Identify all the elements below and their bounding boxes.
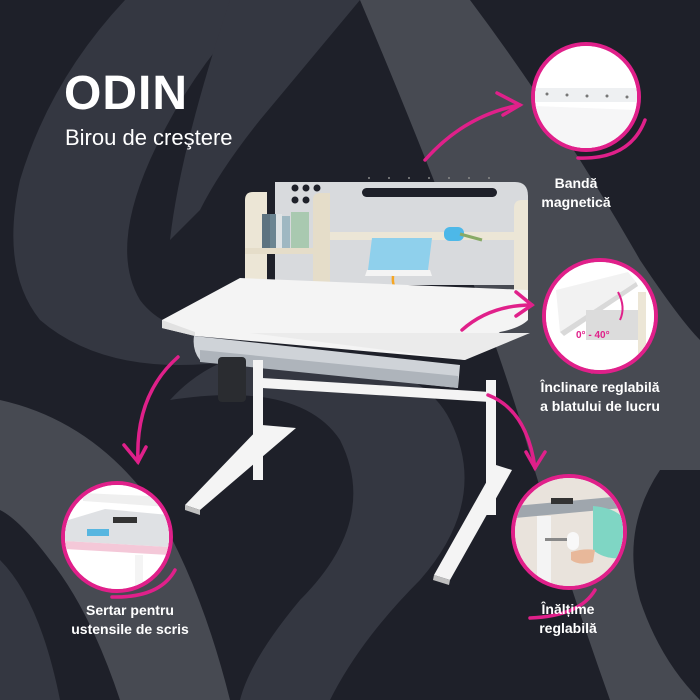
product-title: ODIN	[64, 67, 188, 120]
tilt-label: Înclinare reglabilă a blatului de lucru	[540, 379, 660, 414]
product-subtitle: Birou de creştere	[65, 125, 233, 150]
magnetic-strip-detail-image	[531, 42, 641, 152]
tilt-detail-image: 0° - 40°	[542, 258, 658, 374]
drawer-label: Sertar pentru ustensile de scris	[71, 602, 189, 637]
height-detail-image	[511, 474, 627, 590]
tilt-range-badge: 0° - 40°	[576, 330, 610, 341]
drawer-detail-image	[61, 481, 173, 593]
magnetic-strip-label: Bandă magnetică	[541, 175, 611, 210]
height-label: Înălțime reglabilă	[539, 601, 597, 636]
